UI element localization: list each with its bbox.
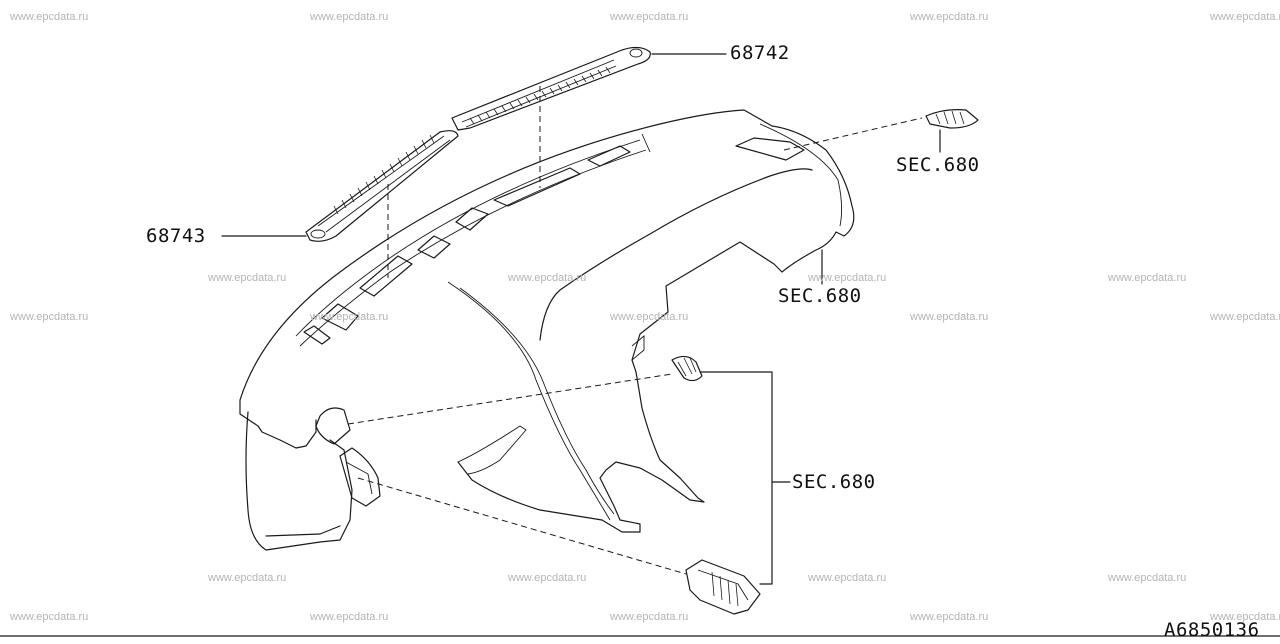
watermark: www.epcdata.ru <box>808 272 887 284</box>
watermark: www.epcdata.ru <box>10 311 89 323</box>
leader-dashed-center-vent <box>348 374 672 424</box>
watermark: www.epcdata.ru <box>208 272 287 284</box>
watermark: www.epcdata.ru <box>910 311 989 323</box>
watermark: www.epcdata.ru <box>508 572 587 584</box>
callout-68742[interactable]: 68742 <box>730 42 790 64</box>
callout-68743[interactable]: 68743 <box>146 225 206 247</box>
leader-sec-center-vents <box>700 372 790 584</box>
lower-vent <box>686 560 760 614</box>
watermark: www.epcdata.ru <box>310 611 389 623</box>
watermark: www.epcdata.ru <box>610 311 689 323</box>
watermark: www.epcdata.ru <box>910 11 989 23</box>
watermark: www.epcdata.ru <box>310 311 389 323</box>
watermark: www.epcdata.ru <box>610 611 689 623</box>
watermark: www.epcdata.ru <box>10 11 89 23</box>
watermark: www.epcdata.ru <box>310 11 389 23</box>
watermark: www.epcdata.ru <box>1108 272 1187 284</box>
callout-sec-center-vents[interactable]: SEC.680 <box>792 471 876 493</box>
watermark: www.epcdata.ru <box>1108 572 1187 584</box>
watermark: www.epcdata.ru <box>208 572 287 584</box>
watermark: www.epcdata.ru <box>610 11 689 23</box>
watermark: www.epcdata.ru <box>508 272 587 284</box>
callout-sec-side-vent[interactable]: SEC.680 <box>896 154 980 176</box>
watermark: www.epcdata.ru <box>808 572 887 584</box>
center-vent <box>672 356 702 380</box>
callout-sec-panel[interactable]: SEC.680 <box>778 285 862 307</box>
defroster-nozzle-right <box>452 47 650 130</box>
side-vent <box>926 110 978 128</box>
diagram-code: A6850136 <box>1164 619 1260 641</box>
watermark: www.epcdata.ru <box>1210 11 1280 23</box>
defroster-nozzle-left <box>306 131 458 242</box>
watermark: www.epcdata.ru <box>910 611 989 623</box>
watermark: www.epcdata.ru <box>1210 611 1280 623</box>
leader-dashed-side-vent <box>784 118 922 150</box>
leader-dashed-lower-vent <box>358 478 686 574</box>
watermark: www.epcdata.ru <box>1210 311 1280 323</box>
watermark: www.epcdata.ru <box>10 611 89 623</box>
instrument-panel <box>240 110 854 550</box>
